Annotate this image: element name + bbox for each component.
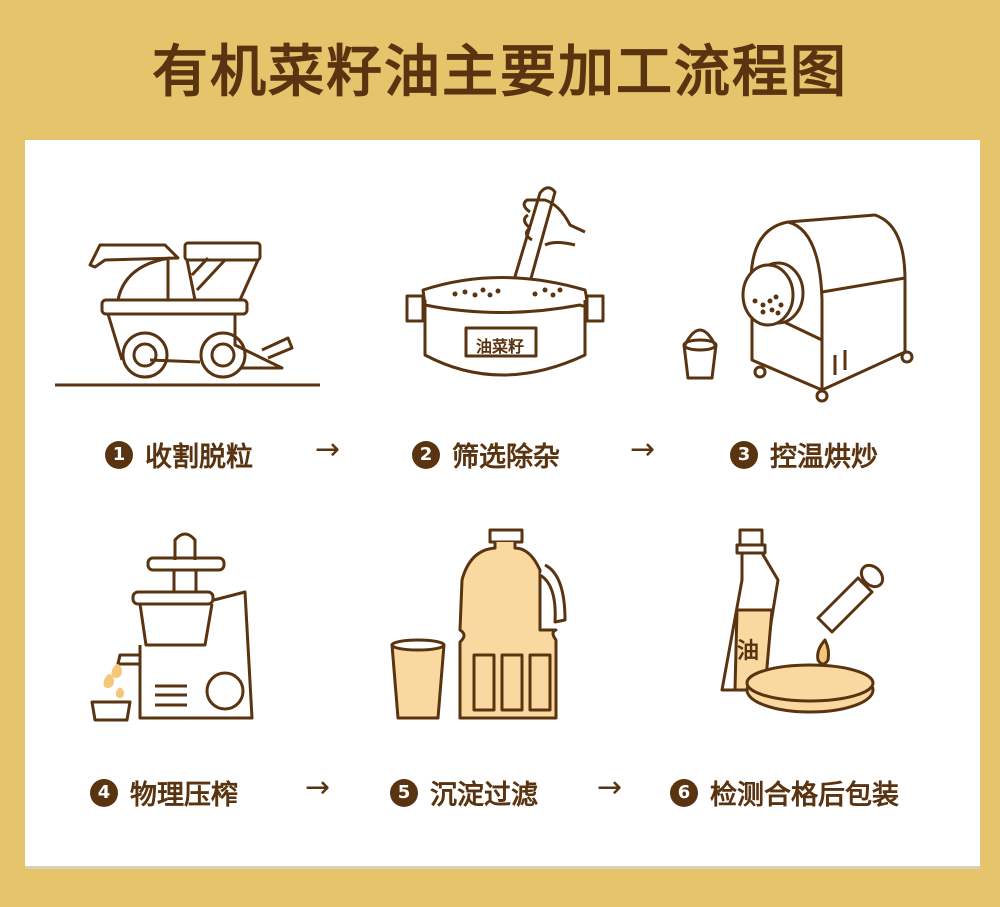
oil-test-icon	[720, 528, 885, 714]
step-text: 筛选除杂	[452, 442, 560, 473]
arrow-icon: →	[315, 432, 341, 467]
oil-press-icon	[90, 532, 254, 722]
step-text: 控温烘炒	[770, 442, 878, 473]
seed-pot-icon	[405, 186, 605, 377]
step-5-label: 5 沉淀过滤	[390, 773, 538, 812]
step-text: 收割脱粒	[145, 442, 253, 473]
arrow-icon: →	[305, 770, 331, 805]
roaster-icon	[682, 213, 914, 403]
step-number-badge: 6	[670, 778, 698, 807]
step-3-label: 3 控温烘炒	[730, 435, 878, 474]
bottle-label: 油	[737, 639, 760, 664]
oil-jug-icon	[390, 528, 567, 720]
step-number-badge: 3	[730, 440, 758, 469]
step-number-badge: 2	[412, 440, 440, 469]
arrow-icon: →	[597, 770, 623, 805]
step-4-label: 4 物理压榨	[90, 773, 238, 812]
step-number-badge: 4	[90, 778, 118, 807]
page-title: 有机菜籽油主要加工流程图	[152, 40, 848, 105]
flowchart-panel	[25, 140, 980, 866]
harvester-icon	[55, 241, 320, 387]
step-6-label: 6 检测合格后包装	[670, 773, 899, 812]
step-number-badge: 5	[390, 778, 418, 807]
step-text: 沉淀过滤	[430, 780, 538, 811]
step-1-label: 1 收割脱粒	[105, 435, 253, 474]
arrow-icon: →	[630, 432, 656, 467]
step-number-badge: 1	[105, 440, 133, 469]
step-2-label: 2 筛选除杂	[412, 435, 560, 474]
step-text: 检测合格后包装	[710, 780, 899, 811]
step-text: 物理压榨	[130, 780, 238, 811]
pot-label: 油菜籽	[476, 337, 525, 356]
